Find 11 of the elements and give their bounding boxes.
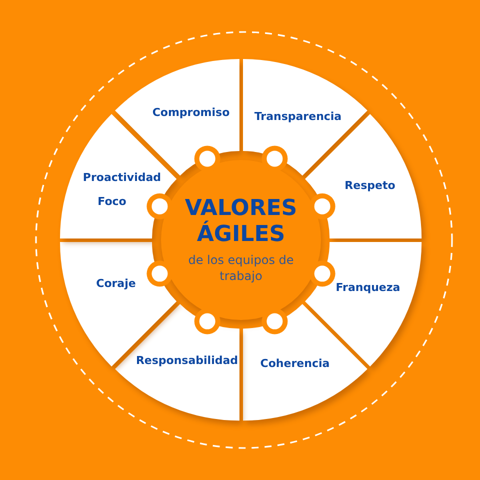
value-label: Proactividad — [82, 170, 162, 186]
value-label: Foco — [98, 194, 126, 210]
center-subtitle: de los equipos de trabajo — [187, 252, 295, 284]
value-label: Coherencia — [260, 356, 330, 372]
value-label: Responsabilidad — [136, 352, 238, 369]
value-label: Coraje — [96, 276, 136, 292]
value-label: Respeto — [344, 178, 396, 194]
value-label: Transparencia — [254, 108, 342, 125]
value-label: Compromiso — [152, 104, 230, 121]
value-label: Franqueza — [336, 280, 400, 296]
center-title: VALORES ÁGILES — [184, 196, 298, 248]
